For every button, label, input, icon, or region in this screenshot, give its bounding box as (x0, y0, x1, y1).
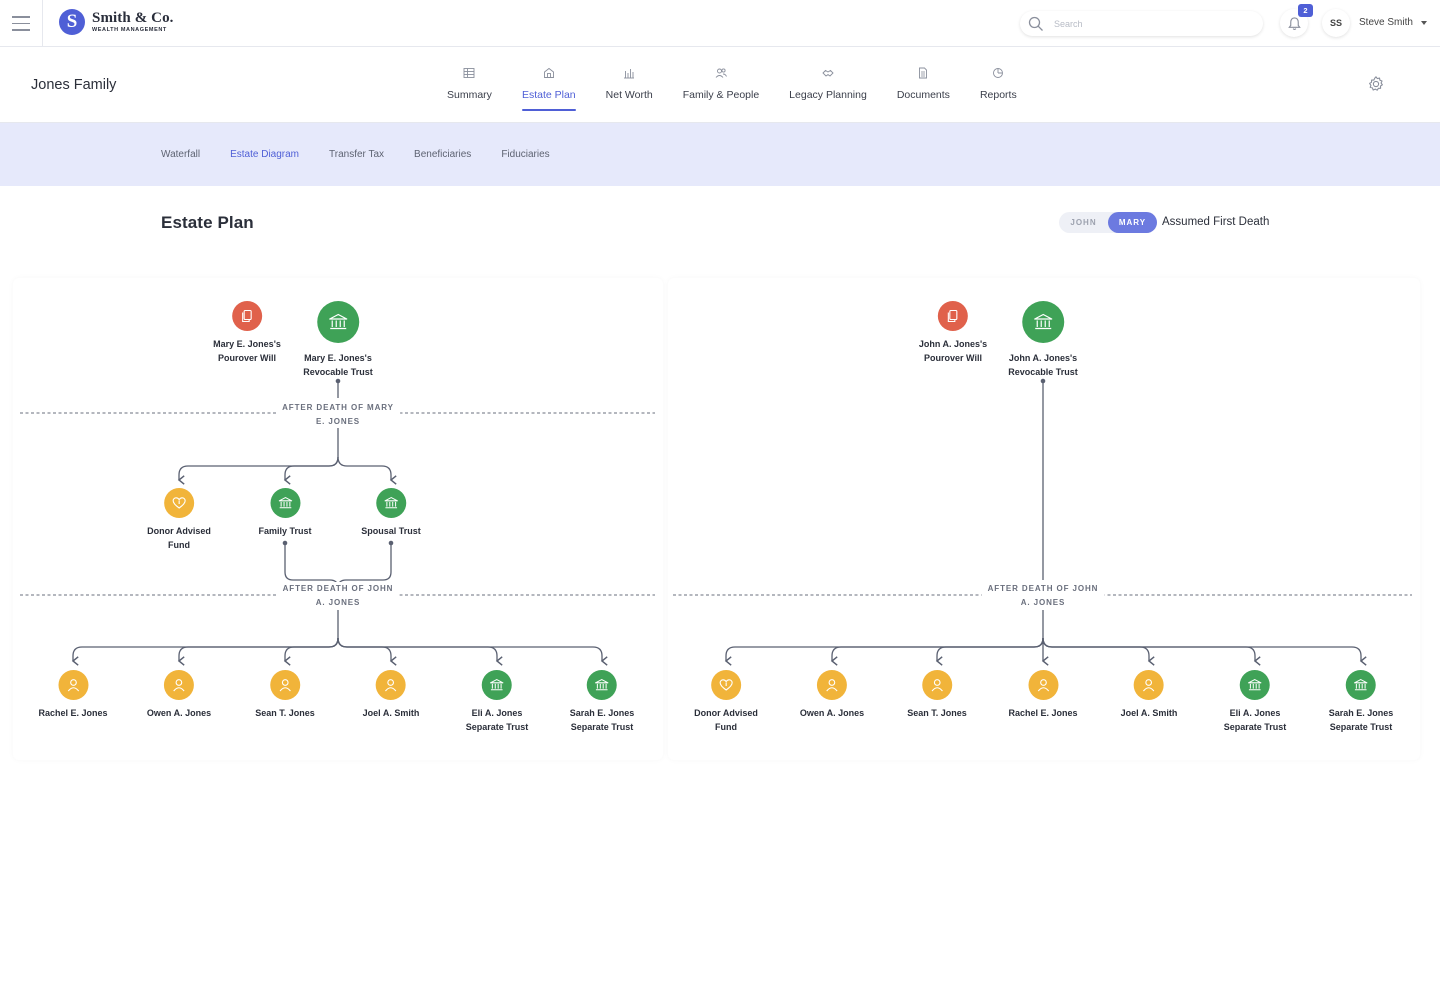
brand-logo-link[interactable]: S Smith & Co. WEALTH MANAGEMENT (59, 9, 174, 35)
toggle-john[interactable]: JOHN (1070, 218, 1097, 227)
family-trust-node[interactable]: Family Trust (258, 488, 312, 539)
section-title: Estate Plan (161, 213, 254, 232)
beneficiary-node[interactable]: Rachel E. Jones (1008, 670, 1078, 721)
person-icon (270, 670, 300, 700)
tab-label: Documents (896, 89, 950, 101)
subtab-estate-diagram[interactable]: Estate Diagram (230, 149, 300, 160)
tab-label: Net Worth (605, 89, 653, 101)
gear-icon[interactable] (1367, 75, 1385, 93)
bank-icon (1240, 670, 1270, 700)
subtab-beneficiaries[interactable]: Beneficiaries (414, 149, 472, 160)
people-icon (715, 68, 727, 78)
subtab-fiduciaries[interactable]: Fiduciaries (501, 149, 550, 160)
tab-documents[interactable]: Documents (882, 67, 965, 113)
main-tabs: Summary Estate Plan Net Worth Family & P… (432, 67, 1032, 113)
document-icon (937, 301, 968, 331)
bank-icon (587, 670, 617, 700)
toggle-mary[interactable]: MARY (1108, 212, 1157, 233)
tab-family-people[interactable]: Family & People (668, 67, 774, 113)
avatar[interactable]: SS (1322, 9, 1350, 37)
tab-estate-plan[interactable]: Estate Plan (507, 67, 591, 113)
beneficiary-node[interactable]: Sean T. Jones (255, 670, 315, 721)
toggle-label: Assumed First Death (1162, 216, 1270, 228)
bank-icon (375, 488, 406, 518)
beneficiary-node[interactable]: Joel A. Smith (1121, 670, 1177, 721)
brand-name: Smith & Co. (92, 9, 174, 26)
tab-net-worth[interactable]: Net Worth (591, 67, 668, 113)
bank-icon (1346, 670, 1376, 700)
page-title: Jones Family (31, 77, 117, 93)
beneficiary-node[interactable]: Owen A. Jones (800, 670, 864, 721)
subtab-waterfall[interactable]: Waterfall (161, 149, 201, 160)
tab-label: Estate Plan (521, 89, 576, 101)
user-name: Steve Smith (1359, 17, 1413, 28)
spousal-trust-node[interactable]: Spousal Trust (361, 488, 421, 539)
tab-label: Family & People (682, 89, 760, 101)
bank-icon (482, 670, 512, 700)
tab-label: Reports (979, 89, 1017, 101)
search-box[interactable] (1020, 11, 1263, 36)
person-icon (58, 670, 88, 700)
brand-logo: S (59, 9, 85, 35)
building-icon (543, 67, 554, 78)
bank-icon (1022, 301, 1064, 343)
sub-navigation: Waterfall Estate Diagram Transfer Tax Be… (0, 123, 1440, 186)
heart-hand-icon (711, 670, 741, 700)
search-icon (1028, 16, 1043, 31)
person-icon (376, 670, 406, 700)
beneficiary-node[interactable]: Rachel E. Jones (38, 670, 108, 721)
handshake-icon (822, 69, 834, 77)
tab-summary[interactable]: Summary (432, 67, 507, 113)
beneficiary-node[interactable]: Owen A. Jones (147, 670, 211, 721)
bar-chart-icon (624, 69, 635, 79)
person-icon (164, 670, 194, 700)
person-icon (1134, 670, 1164, 700)
person-icon (1028, 670, 1058, 700)
table-icon (464, 68, 475, 78)
pie-chart-icon (993, 68, 1004, 78)
subtab-transfer-tax[interactable]: Transfer Tax (329, 149, 385, 160)
heart-hand-icon (164, 488, 194, 518)
tab-reports[interactable]: Reports (965, 67, 1032, 113)
tab-label: Summary (447, 89, 492, 101)
bank-icon (269, 488, 300, 518)
beneficiary-node[interactable]: Joel A. Smith (363, 670, 419, 721)
bank-icon (317, 301, 359, 343)
page-header: Jones Family Summary Estate Plan Net Wor… (0, 47, 1440, 123)
beneficiary-node[interactable]: Sean T. Jones (907, 670, 967, 721)
bell-icon (1287, 16, 1301, 30)
document-icon (231, 301, 262, 331)
person-icon (922, 670, 952, 700)
document-icon (919, 67, 928, 79)
first-death-toggle: JOHN MARY (1059, 212, 1157, 233)
top-bar: S Smith & Co. WEALTH MANAGEMENT 2 SS Ste… (0, 0, 1440, 47)
menu-icon[interactable] (0, 0, 43, 47)
caret-down-icon (1420, 20, 1427, 25)
user-menu[interactable]: Steve Smith (1359, 17, 1427, 28)
brand-subtitle: WEALTH MANAGEMENT (92, 26, 167, 33)
search-input[interactable] (1054, 18, 1244, 29)
tab-legacy-planning[interactable]: Legacy Planning (774, 67, 882, 113)
tab-label: Legacy Planning (789, 89, 867, 101)
person-icon (817, 670, 847, 700)
notification-badge: 2 (1298, 4, 1313, 17)
